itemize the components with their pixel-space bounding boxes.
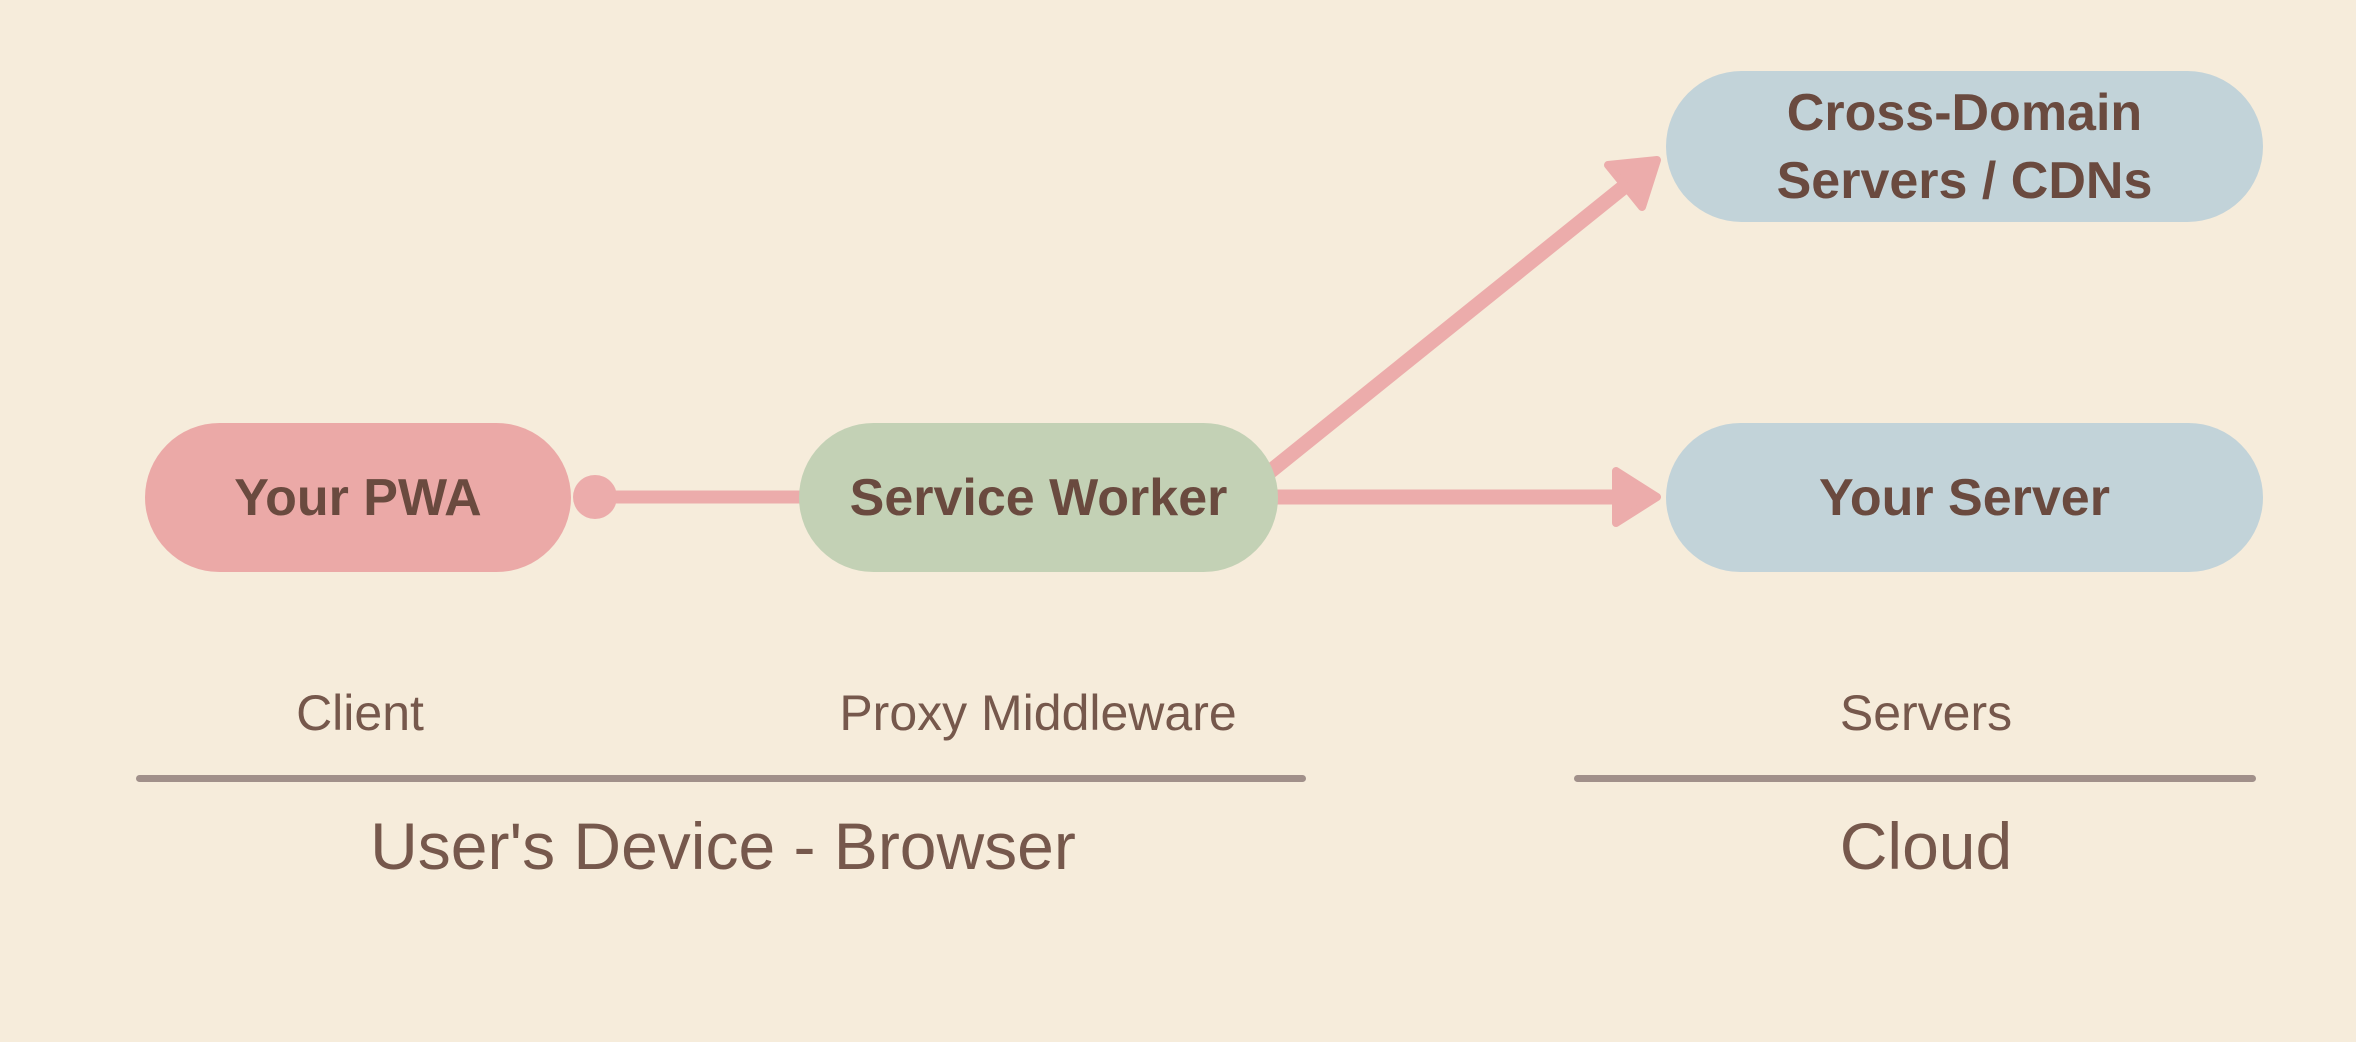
node-your-server-label: Your Server — [1819, 468, 2110, 527]
device-zone-divider — [136, 775, 1306, 782]
cloud-zone-divider — [1574, 775, 2256, 782]
sw-to-cdn-line — [1257, 180, 1630, 484]
zone-label-users-device-browser: User's Device - Browser — [370, 809, 1076, 883]
node-your-server: Your Server — [1666, 423, 2263, 572]
group-label-servers: Servers — [1839, 685, 2013, 741]
group-label-client: Client — [296, 685, 424, 741]
sw-to-cdn-arrowhead — [1604, 156, 1661, 211]
sw-to-server-arrowhead — [1612, 467, 1661, 527]
node-cross-domain-servers: Cross-Domain Servers / CDNs — [1666, 71, 2263, 222]
zone-label-cloud: Cloud — [1839, 809, 2013, 883]
group-label-proxy-middleware: Proxy Middleware — [839, 685, 1237, 741]
node-your-pwa: Your PWA — [145, 423, 571, 572]
node-cross-domain-label-line1: Cross-Domain — [1786, 83, 2143, 142]
node-cross-domain-label-line2: Servers / CDNs — [1776, 151, 2153, 210]
node-service-worker-label: Service Worker — [849, 468, 1228, 527]
node-your-pwa-label: Your PWA — [234, 468, 482, 527]
node-service-worker: Service Worker — [799, 423, 1278, 572]
